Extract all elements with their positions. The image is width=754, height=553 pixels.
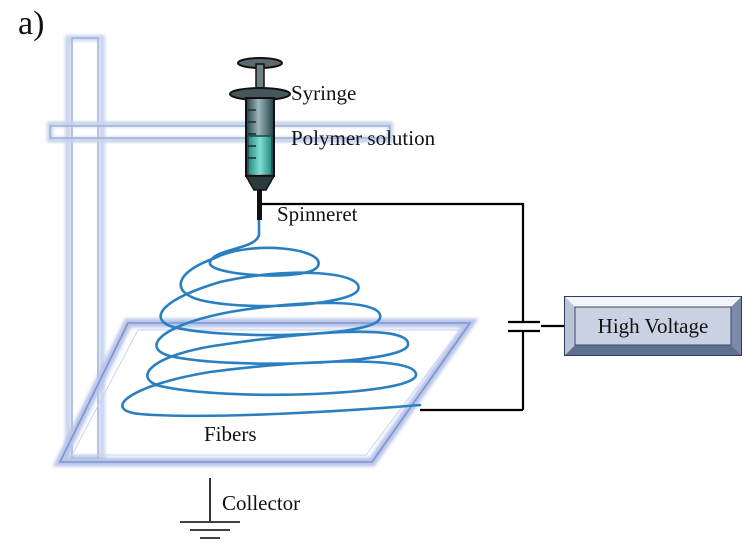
label-syringe: Syringe [291, 81, 356, 105]
label-fibers: Fibers [204, 422, 257, 446]
high-voltage-label: High Voltage [598, 314, 709, 338]
syringe [229, 57, 291, 220]
fiber-jet [121, 216, 422, 418]
ground-symbol [180, 478, 240, 539]
label-spinneret: Spinneret [277, 202, 358, 226]
high-voltage-box: High Voltage [564, 296, 742, 356]
label-collector: Collector [222, 491, 300, 515]
panel-label: a) [18, 5, 44, 42]
label-polymer-solution: Polymer solution [291, 126, 436, 150]
circuit-wires [260, 202, 565, 412]
